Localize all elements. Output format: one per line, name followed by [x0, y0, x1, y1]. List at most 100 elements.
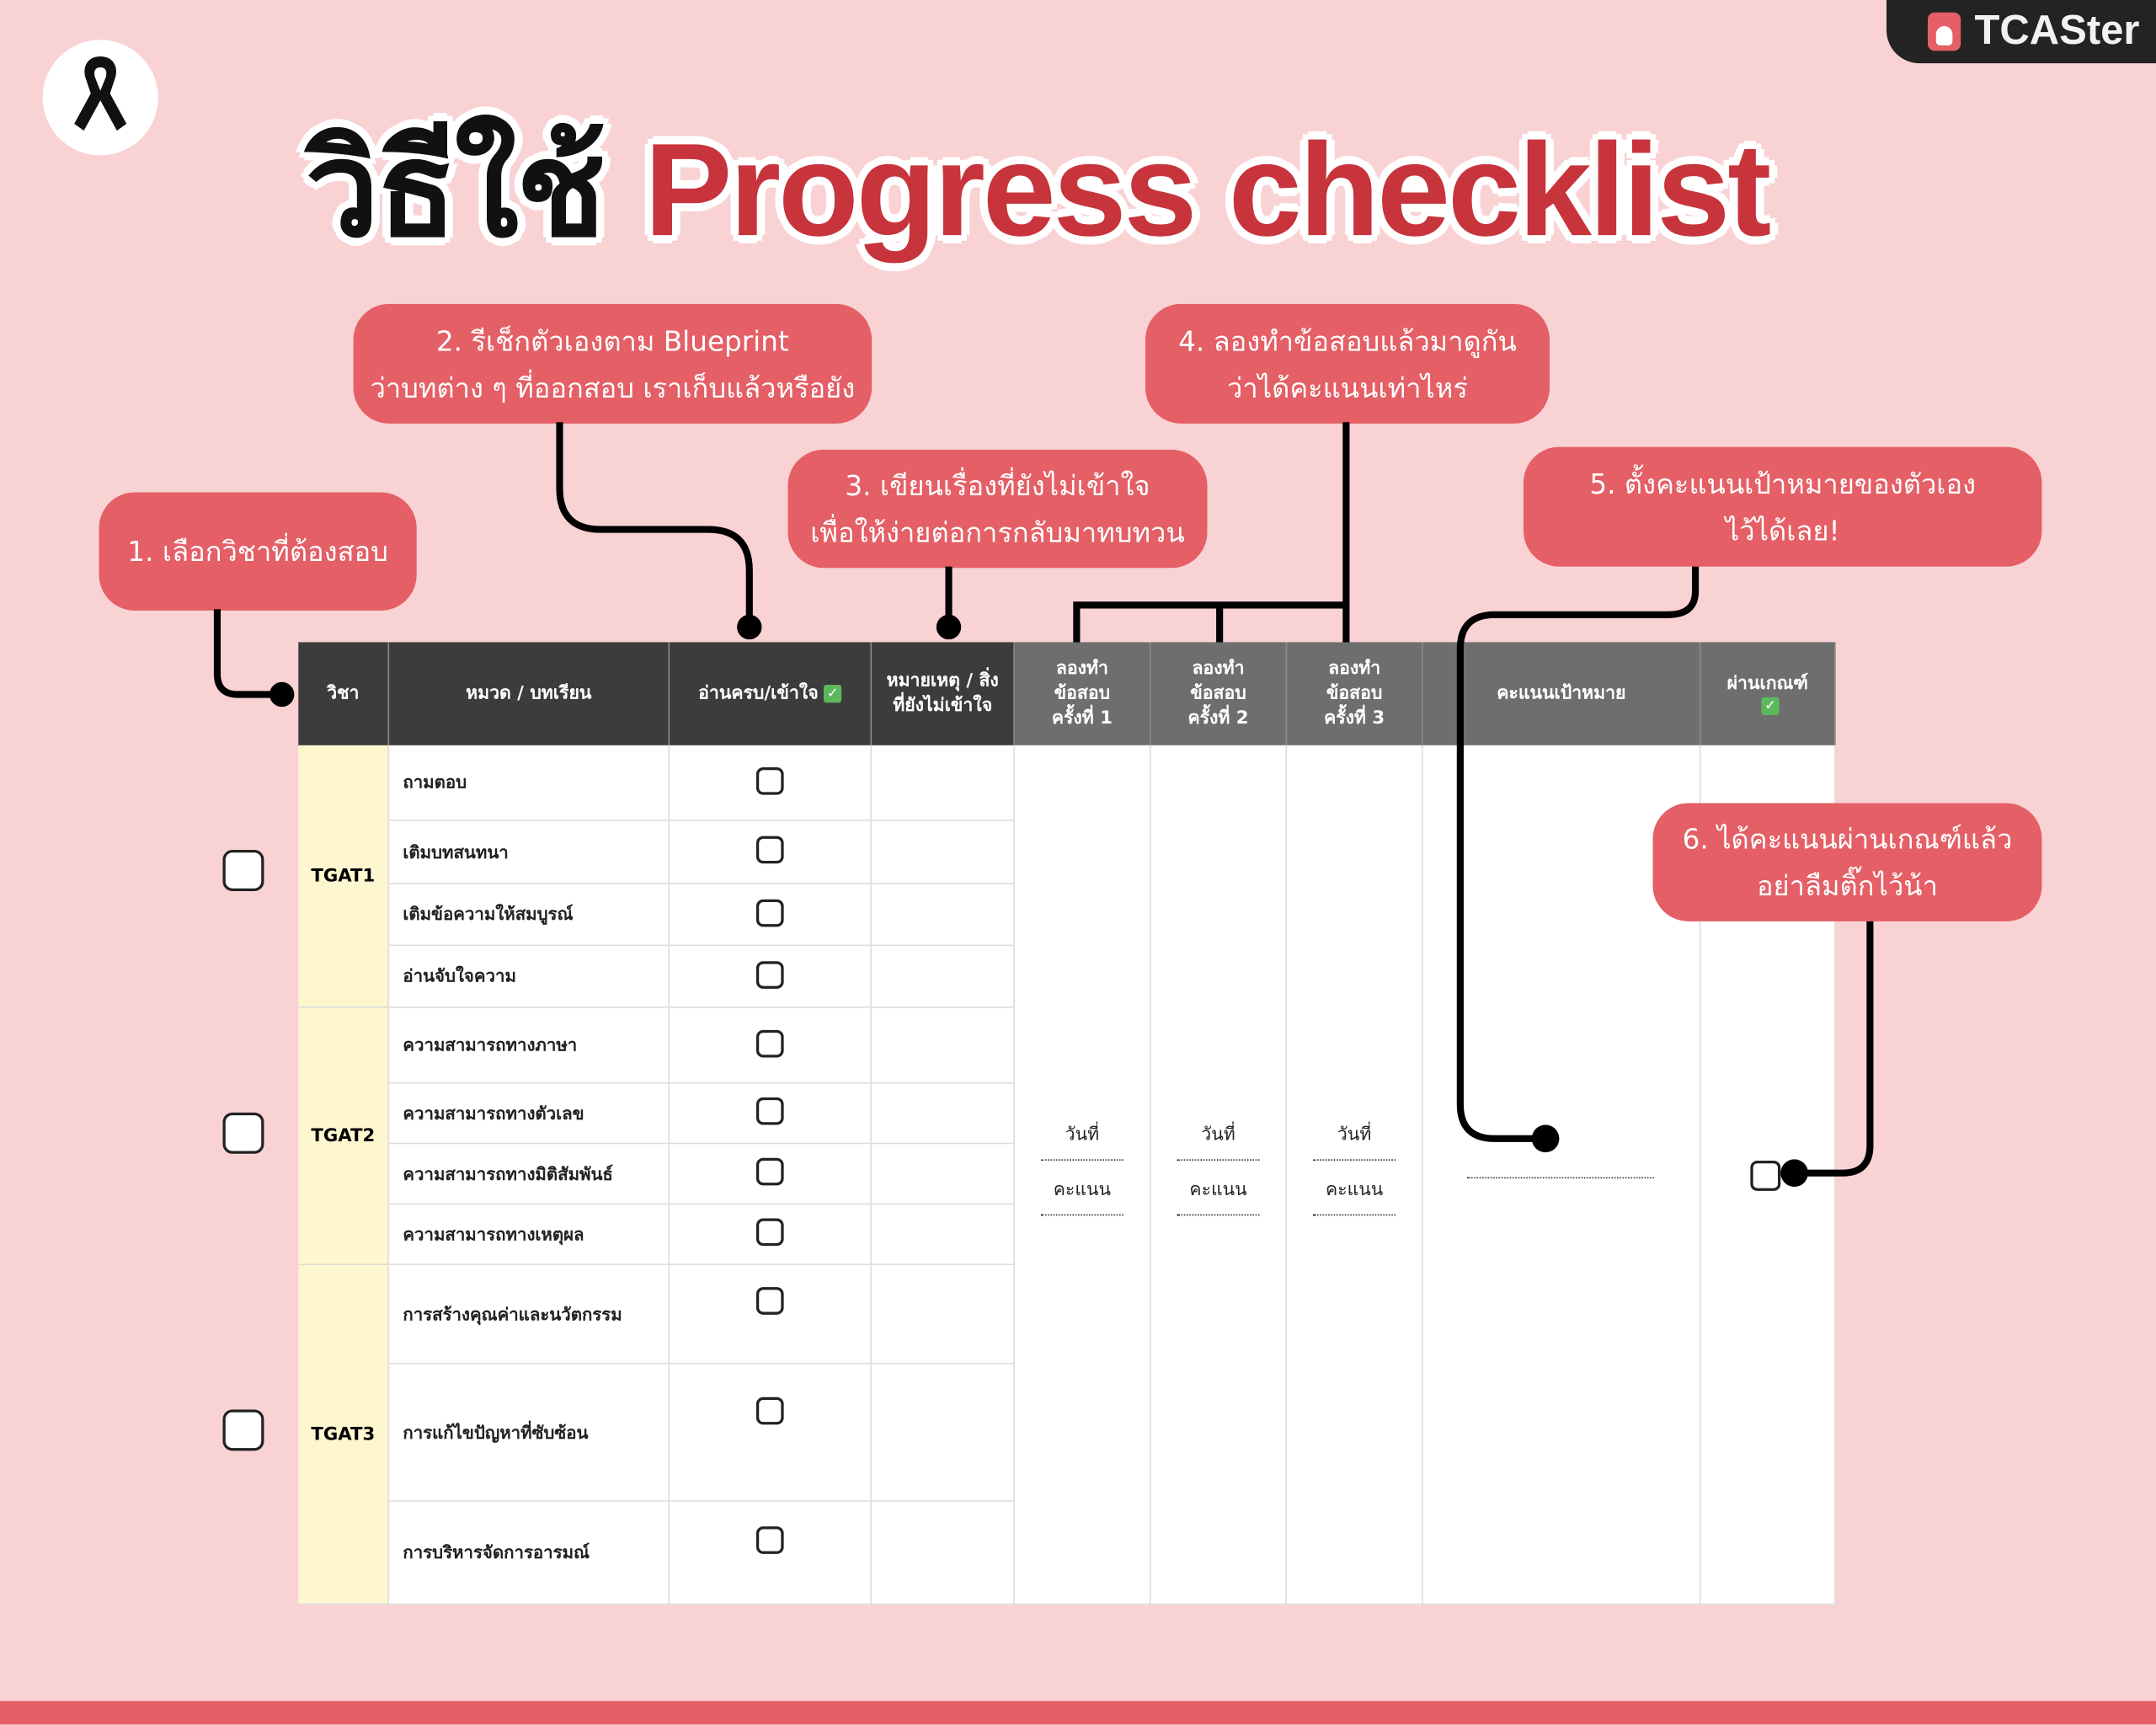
- note-cell[interactable]: [872, 1144, 1015, 1205]
- target-score-field[interactable]: [1467, 1177, 1655, 1179]
- topic-cell: ถามตอบ: [389, 745, 670, 821]
- callout-5: 5. ตั้งคะแนนเป้าหมายของตัวเองไว้ได้เลย!: [1523, 446, 2042, 567]
- header-read-label: อ่านครบ/เข้าใจ: [698, 682, 819, 704]
- read-cell: [670, 1501, 873, 1605]
- score-field[interactable]: [1177, 1214, 1260, 1216]
- date-label: วันที่: [1201, 1124, 1235, 1146]
- callout-text: 1. เลือกวิชาที่ต้องสอบ: [127, 535, 388, 569]
- read-checkbox[interactable]: [755, 1218, 784, 1247]
- subject-checkbox-tgat3[interactable]: [222, 1409, 264, 1451]
- read-cell: [670, 1007, 873, 1084]
- read-checkbox[interactable]: [755, 1525, 784, 1554]
- callout-4: 4. ลองทำข้อสอบแล้วมาดูกันว่าได้คะแนนเท่า…: [1145, 303, 1550, 424]
- callout-text: 5. ตั้งคะแนนเป้าหมายของตัวเอง: [1589, 467, 1977, 500]
- subject-checkbox-tgat2[interactable]: [222, 1112, 264, 1154]
- read-checkbox[interactable]: [755, 1397, 784, 1425]
- note-cell[interactable]: [872, 1083, 1015, 1145]
- read-checkbox[interactable]: [755, 1097, 784, 1125]
- title-english: Progress checklist: [643, 116, 1771, 264]
- score-field[interactable]: [1313, 1214, 1396, 1216]
- topic-cell: ความสามารถทางตัวเลข: [389, 1083, 670, 1145]
- topic-cell: อ่านจับใจความ: [389, 946, 670, 1008]
- header-note: หมายเหตุ / สิ่งที่ยังไม่เข้าใจ: [872, 642, 1015, 745]
- callout-text: เพื่อให้ง่ายต่อการกลับมาทบทวน: [810, 515, 1185, 549]
- connector-4: [1073, 422, 1350, 643]
- header-try-1: ลองทำ ข้อสอบ ครั้งที่ 1: [1014, 642, 1151, 745]
- connector-dot: [737, 614, 762, 640]
- connector-dot: [1780, 1159, 1808, 1187]
- read-cell: [670, 1144, 873, 1205]
- note-cell[interactable]: [872, 1501, 1015, 1605]
- connector-dot: [936, 614, 962, 640]
- callout-text: 3. เขียนเรื่องที่ยังไม่เข้าใจ: [845, 468, 1150, 502]
- note-cell[interactable]: [872, 884, 1015, 947]
- connector-dot: [1531, 1124, 1560, 1153]
- note-cell[interactable]: [872, 1364, 1015, 1502]
- connector-2: [556, 422, 753, 628]
- header-pass-label: ผ่านเกณฑ์: [1726, 673, 1808, 695]
- try-1-cell[interactable]: วันที่คะแนน: [1014, 745, 1151, 1605]
- pass-checkbox[interactable]: [1750, 1160, 1781, 1191]
- read-cell: [670, 820, 873, 884]
- callout-text: ว่าได้คะแนนเท่าไหร่: [1227, 370, 1468, 404]
- callout-text: ว่าบทต่าง ๆ ที่ออกสอบ เราเก็บแล้วหรือยัง: [370, 370, 856, 404]
- topic-cell: เติมข้อความให้สมบูรณ์: [389, 884, 670, 947]
- callout-1: 1. เลือกวิชาที่ต้องสอบ: [99, 492, 417, 611]
- read-checkbox[interactable]: [755, 1029, 784, 1057]
- note-cell[interactable]: [872, 820, 1015, 884]
- page-title: วิธีใช้Progress checklist: [305, 85, 1771, 294]
- header-topic: หมวด / บทเรียน: [389, 642, 670, 745]
- check-icon: ✓: [824, 685, 842, 703]
- callout-text: ไว้ได้เลย!: [1725, 513, 1840, 547]
- header-subject: วิชา: [298, 642, 390, 745]
- topic-cell: ความสามารถทางภาษา: [389, 1007, 670, 1084]
- connector-6: [1794, 921, 1874, 1177]
- title-thai: วิธีใช้: [305, 116, 606, 264]
- topic-cell: การบริหารจัดการอารมณ์: [389, 1501, 670, 1605]
- callout-2: 2. รีเช็กตัวเองตาม Blueprint ว่าบทต่าง ๆ …: [353, 303, 873, 424]
- try-3-cell[interactable]: วันที่คะแนน: [1287, 745, 1423, 1605]
- note-cell[interactable]: [872, 1265, 1015, 1365]
- read-checkbox[interactable]: [755, 1157, 784, 1186]
- read-checkbox[interactable]: [755, 766, 784, 794]
- topic-cell: ความสามารถทางมิติสัมพันธ์: [389, 1144, 670, 1205]
- note-cell[interactable]: [872, 946, 1015, 1008]
- connector-1: [213, 609, 282, 698]
- header-read: อ่านครบ/เข้าใจ ✓: [670, 642, 873, 745]
- topic-cell: ความสามารถทางเหตุผล: [389, 1204, 670, 1266]
- read-checkbox[interactable]: [755, 898, 784, 927]
- read-checkbox[interactable]: [755, 836, 784, 864]
- subject-checkbox-tgat1[interactable]: [222, 849, 264, 891]
- header-try-2: ลองทำ ข้อสอบ ครั้งที่ 2: [1150, 642, 1288, 745]
- connector-dot: [269, 681, 295, 708]
- date-label: วันที่: [1065, 1124, 1100, 1146]
- callout-text: 2. รีเช็กตัวเองตาม Blueprint: [435, 323, 789, 357]
- subject-cell: TGAT2: [298, 1007, 390, 1266]
- brand-name: TCASter: [1974, 8, 2140, 54]
- read-cell: [670, 1364, 873, 1502]
- score-label: คะแนน: [1326, 1179, 1384, 1201]
- topic-cell: การแก้ไขปัญหาที่ซับซ้อน: [389, 1364, 670, 1502]
- read-cell: [670, 1265, 873, 1365]
- topic-cell: การสร้างคุณค่าและนวัตกรรม: [389, 1265, 670, 1365]
- callout-text: 6. ได้คะแนนผ่านเกณฑ์แล้ว: [1682, 822, 2013, 856]
- tcaster-logo-icon: [1927, 12, 1961, 51]
- score-field[interactable]: [1040, 1214, 1123, 1216]
- note-cell[interactable]: [872, 1007, 1015, 1084]
- callout-6: 6. ได้คะแนนผ่านเกณฑ์แล้วอย่าลืมติ๊กไว้น้…: [1652, 803, 2042, 921]
- header-try-3: ลองทำ ข้อสอบ ครั้งที่ 3: [1287, 642, 1423, 745]
- try-2-cell[interactable]: วันที่คะแนน: [1150, 745, 1288, 1605]
- date-field[interactable]: [1313, 1159, 1396, 1161]
- note-cell[interactable]: [872, 745, 1015, 821]
- date-field[interactable]: [1040, 1159, 1123, 1161]
- read-cell: [670, 745, 873, 821]
- read-cell: [670, 946, 873, 1008]
- read-checkbox[interactable]: [755, 960, 784, 989]
- note-cell[interactable]: [872, 1204, 1015, 1266]
- black-ribbon-icon: [42, 40, 158, 156]
- date-field[interactable]: [1177, 1159, 1260, 1161]
- read-cell: [670, 1204, 873, 1266]
- read-checkbox[interactable]: [755, 1287, 784, 1315]
- score-label: คะแนน: [1189, 1179, 1247, 1201]
